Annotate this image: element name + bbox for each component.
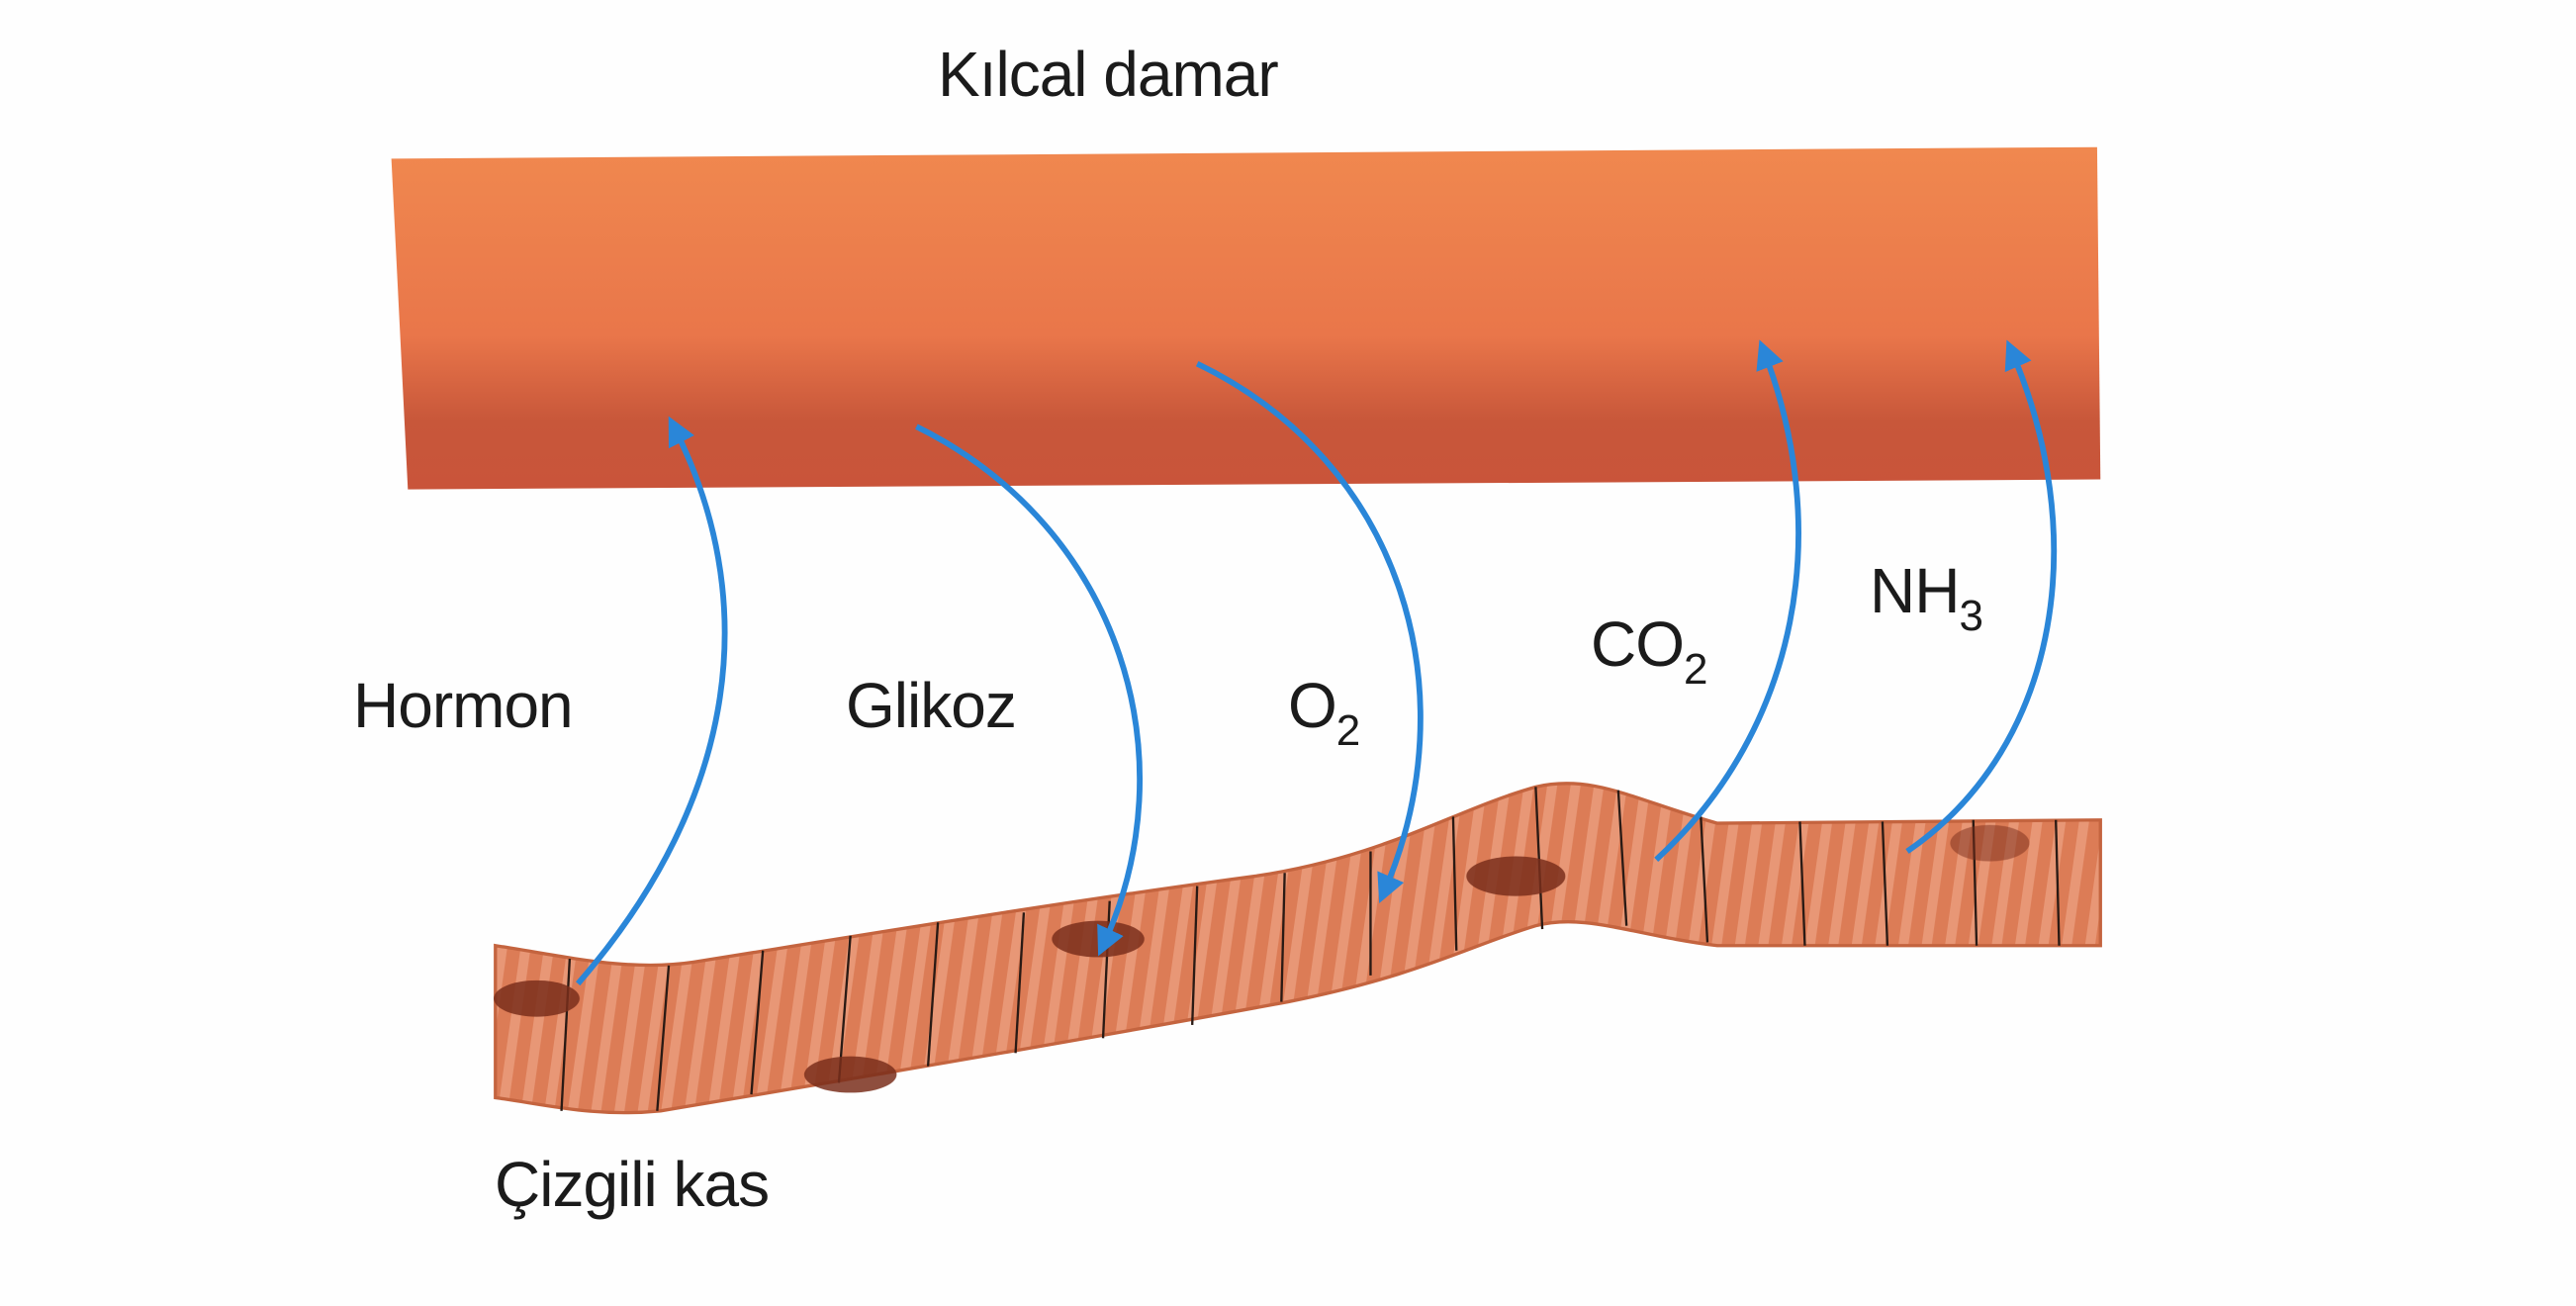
glikoz-label: Glikoz (846, 670, 1017, 741)
hormon-label: Hormon (353, 670, 574, 741)
nucleus (1950, 824, 2030, 862)
o2-subscript: 2 (1335, 706, 1361, 755)
co2-text: CO (1591, 608, 1685, 680)
arrows (576, 339, 2058, 986)
nh3-label: NH3 (1870, 554, 1983, 641)
striated-muscle (494, 782, 2102, 1115)
arrow-co2 (1654, 339, 1801, 863)
muscle-label: Çizgili kas (495, 1149, 770, 1220)
nucleus (803, 1056, 897, 1093)
co2-label: CO2 (1591, 607, 1708, 695)
arrow-nh3 (1905, 339, 2058, 854)
o2-text: O (1288, 670, 1337, 741)
capillary-label: Kılcal damar (938, 39, 1279, 110)
capillary (391, 146, 2101, 490)
nh3-text: NH (1870, 555, 1960, 626)
arrow-hormon (576, 416, 728, 986)
nh3-subscript: 3 (1959, 592, 1983, 640)
nucleus (494, 980, 580, 1017)
co2-subscript: 2 (1684, 645, 1708, 694)
nucleus (1466, 856, 1566, 896)
arrow-o2 (1195, 360, 1424, 904)
muscle-striations (560, 787, 2061, 1111)
nucleus (1052, 920, 1145, 958)
o2-label: O2 (1288, 669, 1361, 756)
arrow-glikoz (915, 423, 1143, 957)
